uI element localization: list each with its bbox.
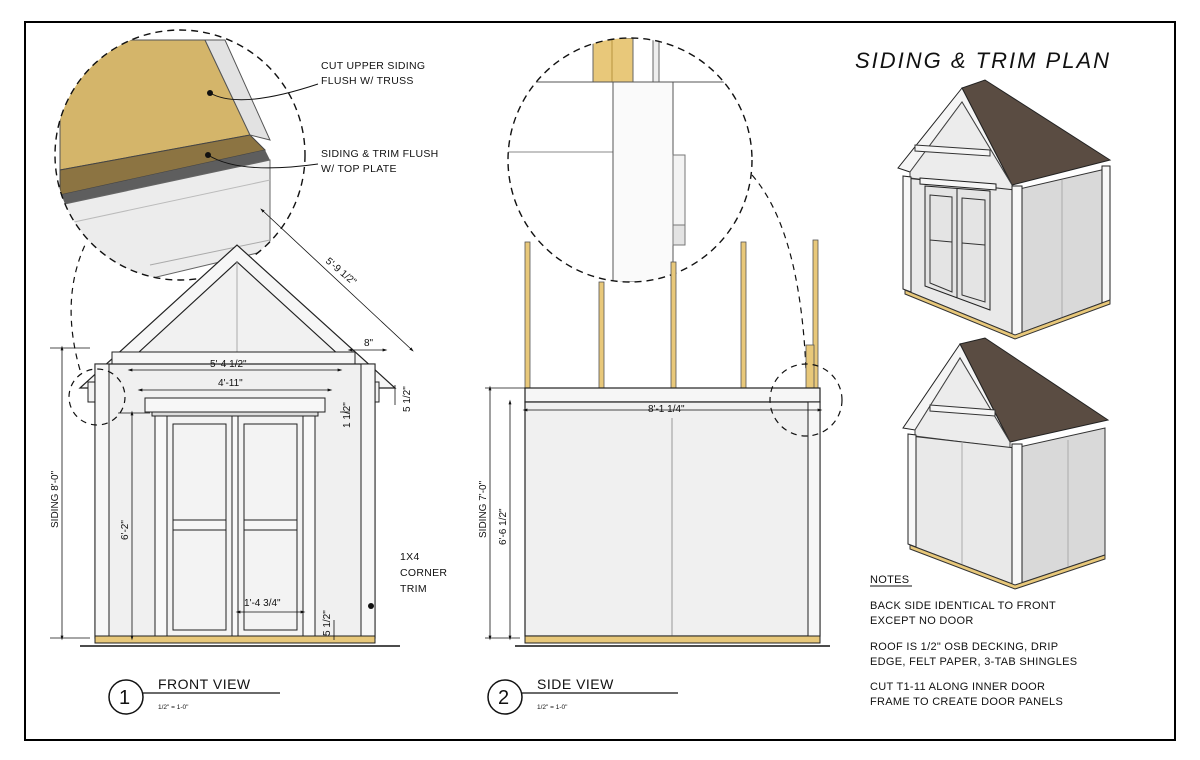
callout-corner-trim-line1: 1X4 xyxy=(400,551,420,563)
dim-fascia: 5 1/2" xyxy=(402,386,413,412)
front-elevation xyxy=(68,244,397,644)
sheet-border xyxy=(24,21,1176,741)
side-view-title: SIDE VIEW xyxy=(537,676,614,692)
dim-front-siding-height: SIDING 8'-0" xyxy=(50,470,61,528)
detail-leader-front xyxy=(70,244,86,371)
dim-front-door-height: 6'-2" xyxy=(120,520,131,540)
dim-header-width: 5'-4 1/2" xyxy=(210,359,247,370)
callout-cut-siding-line1: CUT UPPER SIDING xyxy=(321,60,425,72)
callout-corner-trim-line3: TRIM xyxy=(400,583,427,595)
detail-leader-side xyxy=(751,174,807,371)
front-view-number: 1 xyxy=(119,687,130,709)
front-dimension-lines xyxy=(50,208,414,647)
note-1-line1: BACK SIDE IDENTICAL TO FRONT xyxy=(870,600,1056,612)
iso-view-rear xyxy=(902,337,1110,590)
dim-door-opening: 4'-11" xyxy=(218,378,243,389)
callout-flush-top-line2: W/ TOP PLATE xyxy=(321,163,397,175)
dim-header-trim: 1 1/2" xyxy=(342,402,353,428)
note-3-line2: FRAME TO CREATE DOOR PANELS xyxy=(870,696,1063,708)
note-3-line1: CUT T1-11 ALONG INNER DOOR xyxy=(870,681,1045,693)
dim-side-wall-height: 6'-6 1/2" xyxy=(498,508,509,545)
dim-overhang: 8" xyxy=(364,338,374,349)
front-view-title: FRONT VIEW xyxy=(158,676,251,692)
note-2-line1: ROOF IS 1/2" OSB DECKING, DRIP xyxy=(870,641,1058,653)
front-view-label: 1 FRONT VIEW 1/2" = 1-0" xyxy=(108,676,280,715)
front-view-scale: 1/2" = 1-0" xyxy=(158,704,189,711)
dim-side-length: 8'-1 1/4" xyxy=(648,404,685,415)
side-detail-magnifier xyxy=(507,37,753,283)
sheet-title: SIDING & TRIM PLAN xyxy=(855,48,1111,73)
note-1-line2: EXCEPT NO DOOR xyxy=(870,615,974,627)
side-elevation xyxy=(524,239,843,644)
front-detail-magnifier xyxy=(54,29,319,281)
callout-cut-siding-line2: FLUSH W/ TRUSS xyxy=(321,75,414,87)
dim-base-trim: 5 1/2" xyxy=(322,610,333,636)
notes-block: NOTES BACK SIDE IDENTICAL TO FRONT EXCEP… xyxy=(870,574,1077,708)
side-view-scale: 1/2" = 1-0" xyxy=(537,704,568,711)
dim-door-panel: 1'-4 3/4" xyxy=(244,598,281,609)
note-2-line2: EDGE, FELT PAPER, 3-TAB SHINGLES xyxy=(870,656,1077,668)
callout-corner-trim-line2: CORNER xyxy=(400,567,447,579)
dim-side-siding-height: SIDING 7'-0" xyxy=(478,480,489,538)
side-view-number: 2 xyxy=(498,687,509,709)
callout-flush-top-line1: SIDING & TRIM FLUSH xyxy=(321,148,439,160)
side-view-label: 2 SIDE VIEW 1/2" = 1-0" xyxy=(487,676,678,715)
iso-view-front xyxy=(897,79,1112,340)
notes-heading: NOTES xyxy=(870,574,909,586)
side-dimension-lines xyxy=(485,385,830,647)
